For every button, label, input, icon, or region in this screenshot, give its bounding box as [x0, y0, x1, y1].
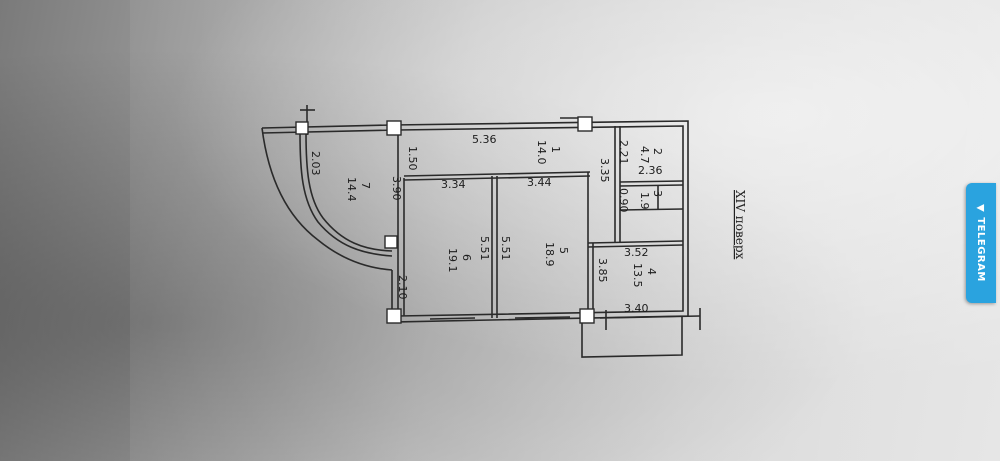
dim-room5-top: 3.44	[527, 176, 552, 189]
room-7-area: 14.4	[345, 177, 358, 202]
window-bottom-1	[429, 317, 476, 320]
dim-room5-height: 5.51	[499, 236, 512, 261]
room-7-number: 7	[359, 182, 372, 189]
dim-room4-top: 3.52	[624, 246, 649, 259]
room-3-area: 1.9	[638, 192, 651, 210]
dim-room1-length: 5.36	[472, 133, 497, 146]
dim-room1-width: 1.50	[406, 146, 419, 171]
dim-room7-height: 3.90	[390, 176, 403, 201]
column-6	[295, 121, 309, 135]
dim-room2-b: 2.36	[638, 164, 663, 177]
outer-wall-inner	[397, 125, 684, 317]
dimension-labels: 5.36 1.50 3.90 2.03 2.10 3.34 5.51 3.44 …	[309, 133, 663, 315]
rail-right	[599, 315, 701, 319]
telegram-label: TELEGRAM	[975, 217, 987, 282]
room-labels: 1 14.0 2 4.7 3 1.9 4 13.5 5 18.9 6 19.1 …	[345, 140, 664, 288]
plan-columns	[295, 116, 595, 324]
dim-room4-bottom: 3.40	[624, 302, 649, 315]
bay-window-wall-inner2	[305, 132, 393, 252]
bay-window-wall-inner	[299, 132, 393, 257]
wall-room3-bottom	[619, 208, 684, 211]
dim-room7-top: 2.03	[309, 151, 322, 176]
balcony-rail-inner	[261, 129, 399, 134]
balcony-rail	[261, 124, 393, 129]
wall-room4-top-b	[587, 244, 684, 248]
dim-room7-bottom: 2.10	[396, 275, 409, 300]
column-3	[386, 308, 402, 324]
column-2	[577, 116, 593, 132]
room-3-number: 3	[651, 190, 664, 197]
room-1-area: 14.0	[535, 140, 548, 165]
column-4	[579, 308, 595, 324]
dim-room6-height: 5.51	[478, 236, 491, 261]
room-6-area: 19.1	[446, 248, 459, 273]
dim-corridor-height: 3.35	[598, 158, 611, 183]
room-2-area: 4.7	[638, 146, 651, 164]
room-5-area: 18.9	[543, 242, 556, 267]
room-4-area: 13.5	[631, 263, 644, 288]
paper-sheet	[130, 0, 1000, 461]
dim-room2-a: 2.21	[617, 140, 630, 165]
wall-room2-room3-b	[619, 184, 684, 187]
balcony-room4	[581, 316, 683, 358]
room-4-number: 4	[645, 268, 658, 275]
room-1-number: 1	[549, 146, 562, 153]
bay-window-wall	[261, 127, 393, 271]
window-bottom-2	[514, 316, 571, 319]
floor-label: XIV поверх	[733, 190, 747, 260]
telegram-badge-content: ◀ TELEGRAM	[966, 183, 996, 303]
room-5-number: 5	[557, 247, 570, 254]
column-5	[384, 235, 398, 249]
paper-plane-icon: ◀	[976, 202, 986, 214]
wall-room4-top	[587, 240, 684, 244]
telegram-badge[interactable]: ◀ TELEGRAM	[966, 183, 996, 303]
room-2-number: 2	[651, 148, 664, 155]
room-6-number: 6	[460, 254, 473, 261]
column-1	[386, 120, 402, 136]
dim-room6-top: 3.34	[441, 178, 466, 191]
wall-room2-room3	[619, 180, 684, 183]
dim-room3-a: 0.90	[617, 188, 630, 213]
wall-corridor	[403, 171, 591, 177]
dim-room4-height: 3.85	[596, 258, 609, 283]
